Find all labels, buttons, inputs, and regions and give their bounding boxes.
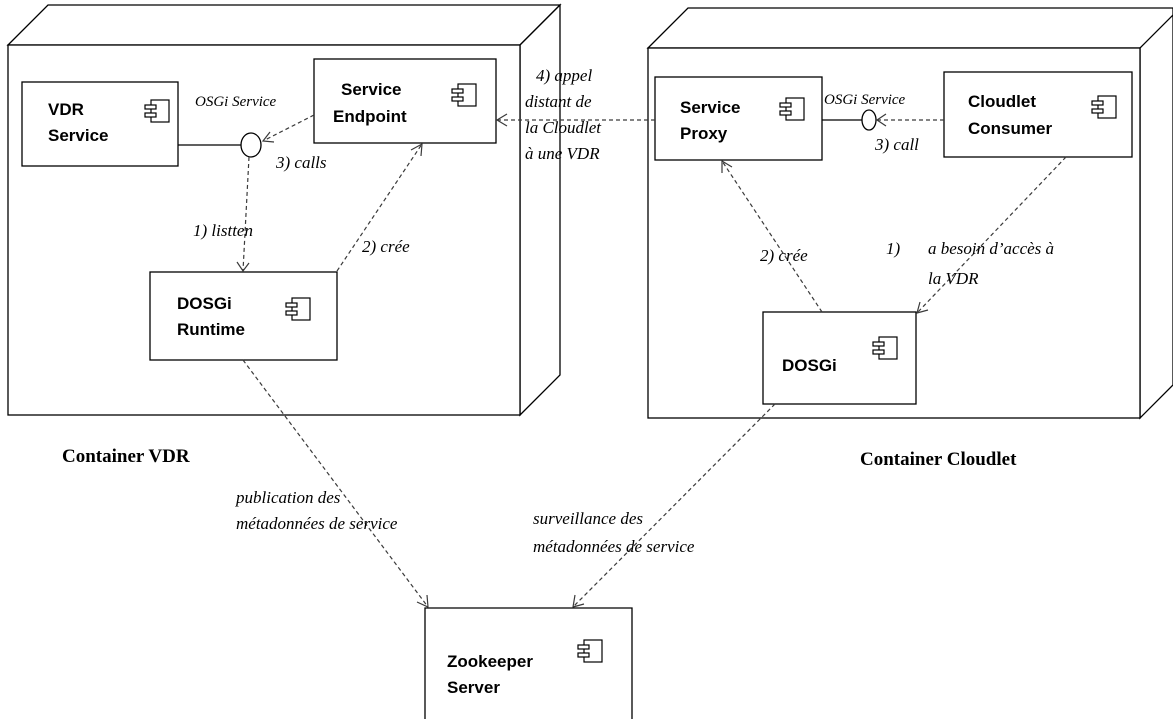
publication-label-2: métadonnées de service: [236, 514, 398, 533]
service-proxy-label-1: Service: [680, 98, 741, 117]
container-cloudlet-title: Container Cloudlet: [860, 449, 1017, 470]
need-access-number: 1): [886, 239, 901, 258]
surveillance-label-1: surveillance des: [533, 509, 643, 528]
surveillance-label-2: métadonnées de service: [533, 537, 695, 556]
cloudlet-consumer-label-1: Cloudlet: [968, 92, 1036, 111]
remote-call-label-3: la Cloudlet: [525, 118, 602, 137]
cloudlet-consumer-component: Cloudlet Consumer: [943, 71, 1133, 158]
dosgi-runtime-label-2: Runtime: [177, 320, 245, 339]
need-access-arrow: [916, 156, 1067, 314]
dosgi-label: DOSGi: [782, 356, 837, 375]
osgi-service-left-label: OSGi Service: [195, 94, 277, 110]
osgi-service-right-label: OSGi Service: [824, 92, 906, 108]
cree-right-label: 2) crée: [760, 246, 808, 265]
cloudlet-consumer-label-2: Consumer: [968, 119, 1052, 138]
dosgi-runtime-component: DOSGi Runtime: [149, 271, 338, 361]
container-vdr-title: Container VDR: [62, 446, 190, 467]
surveillance-arrow: [572, 403, 776, 608]
zookeeper-server-component: Zookeeper Server: [424, 607, 633, 719]
service-proxy-component: Service Proxy: [654, 76, 823, 161]
service-endpoint-component: Service Endpoint: [313, 58, 497, 144]
service-proxy-label-2: Proxy: [680, 124, 728, 143]
vdr-service-label-2: Service: [48, 126, 109, 145]
cree-right-arrow: [721, 159, 823, 313]
listen-arrow: [236, 156, 250, 273]
listen-label: 1) listten: [193, 221, 253, 240]
zookeeper-label-2: Server: [447, 678, 500, 697]
vdr-service-label-1: VDR: [48, 100, 84, 119]
call-label: 3) call: [874, 135, 919, 154]
remote-call-label-2: distant de: [525, 92, 592, 111]
need-access-label-1: a besoin d’accès à: [928, 239, 1054, 258]
publication-arrow: [242, 359, 429, 608]
need-access-label-2: la VDR: [928, 269, 979, 288]
vdr-service-component: VDR Service: [21, 81, 179, 167]
cree-left-label: 2) crée: [362, 237, 410, 256]
remote-call-label-4: à une VDR: [525, 144, 600, 163]
zookeeper-label-1: Zookeeper: [447, 652, 533, 671]
service-endpoint-label-2: Endpoint: [333, 107, 407, 126]
service-endpoint-label-1: Service: [341, 80, 402, 99]
remote-call-label-1: 4) appel: [536, 66, 592, 85]
calls-arrow: [261, 114, 315, 143]
cree-left-arrow: [336, 142, 423, 272]
dosgi-component: DOSGi: [762, 311, 917, 405]
remote-call-arrow: [495, 113, 655, 127]
call-arrow: [875, 113, 944, 127]
calls-label: 3) calls: [275, 153, 327, 172]
publication-label-1: publication des: [235, 488, 341, 507]
osgi-interface-left: [178, 132, 262, 158]
dosgi-runtime-label-1: DOSGi: [177, 294, 232, 313]
